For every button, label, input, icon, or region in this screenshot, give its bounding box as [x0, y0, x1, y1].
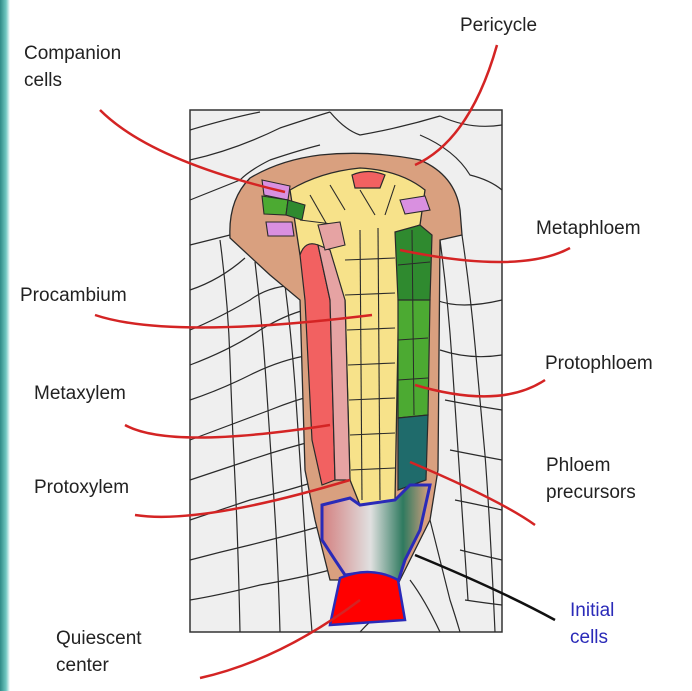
label-quiescent-center: Quiescent center [56, 625, 142, 679]
label-companion-cells: Companion cells [24, 40, 121, 94]
green-cell-left-1 [262, 196, 288, 215]
label-protophloem: Protophloem [545, 350, 653, 377]
companion-cell-2 [266, 222, 294, 236]
label-metaxylem: Metaxylem [34, 380, 126, 407]
phloem-precursor-cells [398, 415, 428, 490]
label-procambium: Procambium [20, 282, 127, 309]
label-protoxylem: Protoxylem [34, 474, 129, 501]
label-pericycle: Pericycle [460, 12, 537, 39]
metaxylem-top-cell [352, 172, 385, 189]
label-phloem-precursors: Phloem precursors [546, 452, 636, 506]
label-metaphloem: Metaphloem [536, 215, 641, 242]
label-initial-cells: Initial cells [570, 597, 614, 651]
quiescent-center [330, 572, 405, 625]
